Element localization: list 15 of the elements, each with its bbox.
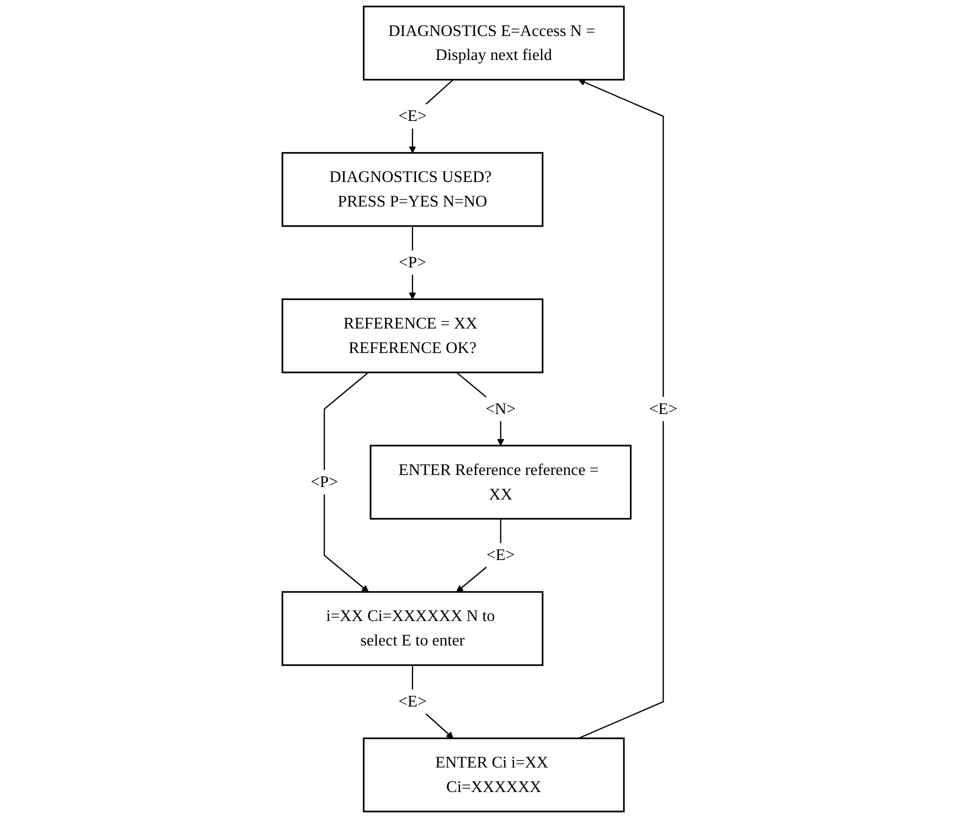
arrow xyxy=(324,372,369,592)
node-box: ENTER Ci i=XX Ci=XXXXXX xyxy=(362,738,625,812)
edge-label: <P> xyxy=(398,254,426,272)
edge-label: <E> xyxy=(649,400,678,418)
node-box: DIAGNOSTICS E=Access N = Display next field xyxy=(362,6,625,80)
node-box: ENTER Reference reference = XX xyxy=(370,444,632,520)
edge-label: <E> xyxy=(398,107,427,126)
node-box: i=XX Ci=XXXXXX N to select E to enter xyxy=(282,591,544,666)
edge-label: <E> xyxy=(398,692,427,711)
edge-label: <N> xyxy=(486,400,516,418)
edge-label: <E> xyxy=(486,546,515,564)
node-box: REFERENCE = XX REFERENCE OK? xyxy=(282,298,544,374)
arrow xyxy=(578,78,664,739)
node-box: DIAGNOSTICS USED? PRESS P=YES N=NO xyxy=(282,152,544,227)
edge-label: <P> xyxy=(310,473,338,492)
